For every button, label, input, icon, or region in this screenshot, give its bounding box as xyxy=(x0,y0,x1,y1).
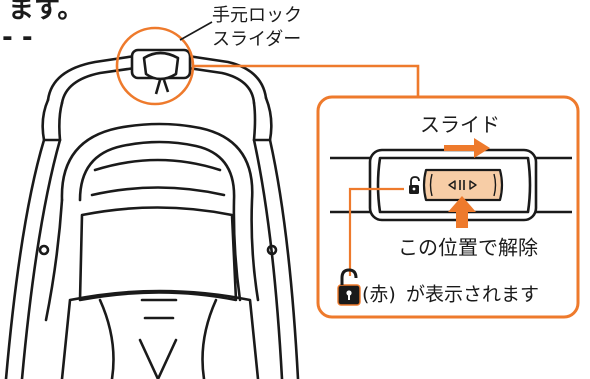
unlock-legend-icon xyxy=(337,268,361,306)
header-fragment: ます。 xyxy=(8,0,83,25)
label-leader xyxy=(179,21,213,41)
callout-label-line1: 手元ロック xyxy=(212,5,302,26)
right-grip xyxy=(252,96,273,142)
stroller-illustration xyxy=(4,54,300,379)
slide-label: スライド xyxy=(420,113,500,137)
canopy-inner xyxy=(78,140,242,302)
red-note-text: が表示されます xyxy=(406,284,539,306)
right-pivot xyxy=(266,244,278,256)
red-note-paren: (赤) xyxy=(362,284,396,306)
right-frame-outer xyxy=(268,138,300,379)
canopy-left-side xyxy=(44,198,64,322)
unlock-icon xyxy=(409,176,420,194)
left-frame-outer xyxy=(4,138,46,379)
stroller-lock-slider xyxy=(130,48,192,95)
handle-tube xyxy=(330,156,572,214)
unlock-leader xyxy=(348,187,404,276)
callout-label-line2: スライダー xyxy=(212,29,301,50)
harness-left xyxy=(98,298,115,379)
canopy-rib-2 xyxy=(90,186,226,197)
header-dashes: - - xyxy=(2,23,33,53)
harness-v xyxy=(138,338,178,379)
harness-right xyxy=(201,298,218,379)
left-frame-inner xyxy=(20,138,62,379)
connector-line xyxy=(193,64,420,97)
arrow-right-icon xyxy=(444,138,490,158)
left-grip xyxy=(41,98,64,142)
handle-bar-inner xyxy=(60,66,256,105)
arrow-up-icon xyxy=(448,196,476,228)
release-label: この位置で解除 xyxy=(398,236,538,260)
slider-knob xyxy=(422,168,504,202)
handle-bar-outer xyxy=(46,54,268,102)
left-pivot xyxy=(38,244,50,256)
canopy-outer xyxy=(60,122,260,302)
canopy-rib-1 xyxy=(93,158,222,172)
seat-cushion xyxy=(60,289,260,379)
seat-back xyxy=(78,206,238,302)
